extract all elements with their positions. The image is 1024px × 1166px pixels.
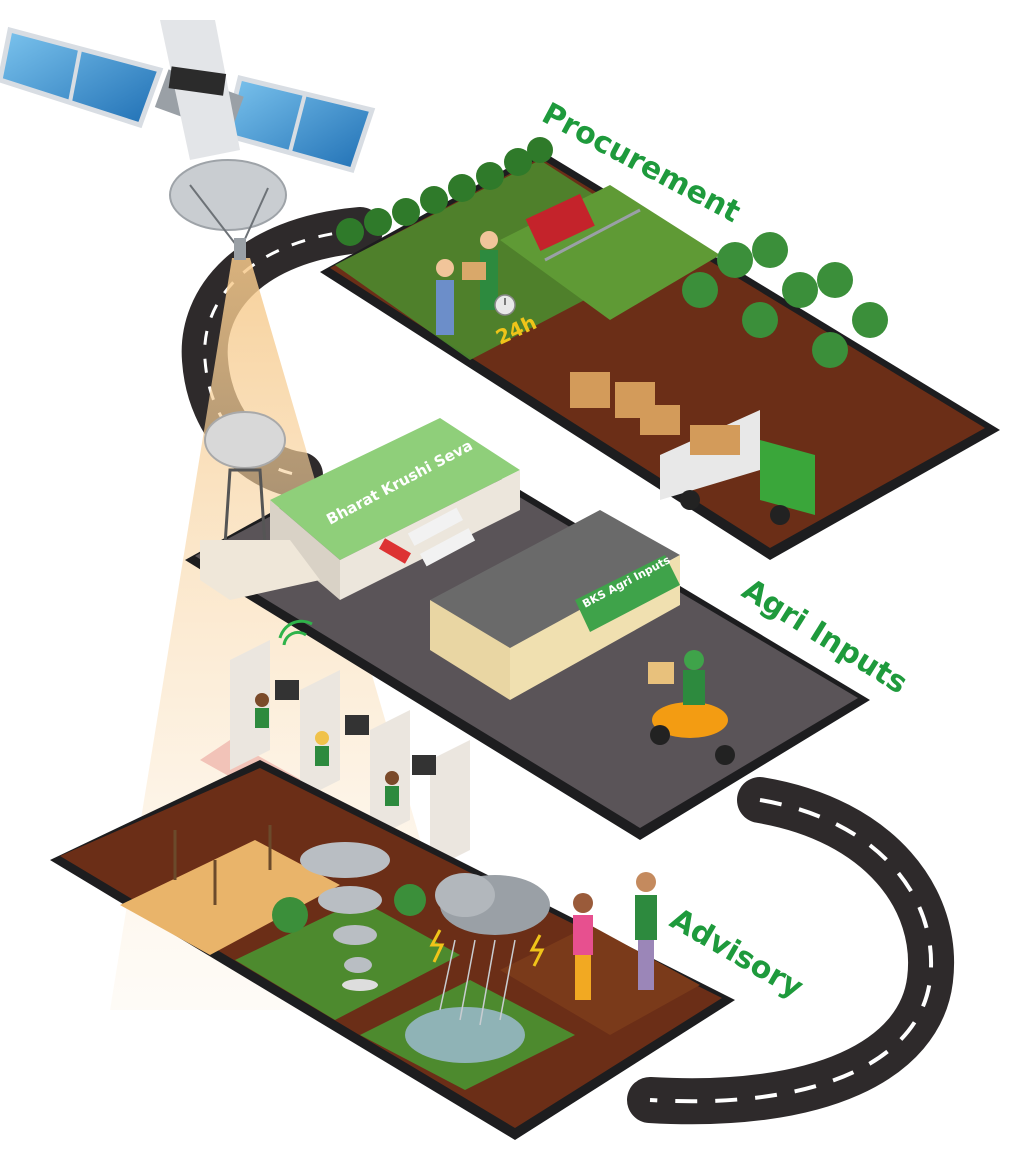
grape-crates (570, 372, 680, 435)
satellite-icon (0, 20, 376, 260)
farmers-handover (436, 231, 498, 335)
sprayer-tractor (525, 193, 641, 262)
tornado-icon (300, 842, 390, 991)
wifi-icon (278, 619, 313, 646)
agri-input-shop: BKS Agri Inputs (430, 510, 680, 700)
dish-antenna-icon (200, 411, 320, 600)
storm-cloud-icon (429, 873, 550, 1026)
dry-land (120, 840, 340, 955)
green-trees (272, 884, 426, 933)
delivery-scooter (648, 650, 735, 765)
clock-icon (494, 294, 516, 316)
tree-line (336, 137, 553, 246)
vineyard (682, 232, 888, 368)
crop-rows (500, 925, 700, 1035)
phone-advisory: Advisory (50, 760, 809, 1140)
parked-trucks (379, 507, 476, 567)
delivery-truck (660, 410, 815, 525)
advisor-and-farmer (573, 872, 657, 1000)
dry-trees (173, 825, 272, 905)
phone-procurement: 24h Procurement (320, 96, 1000, 560)
